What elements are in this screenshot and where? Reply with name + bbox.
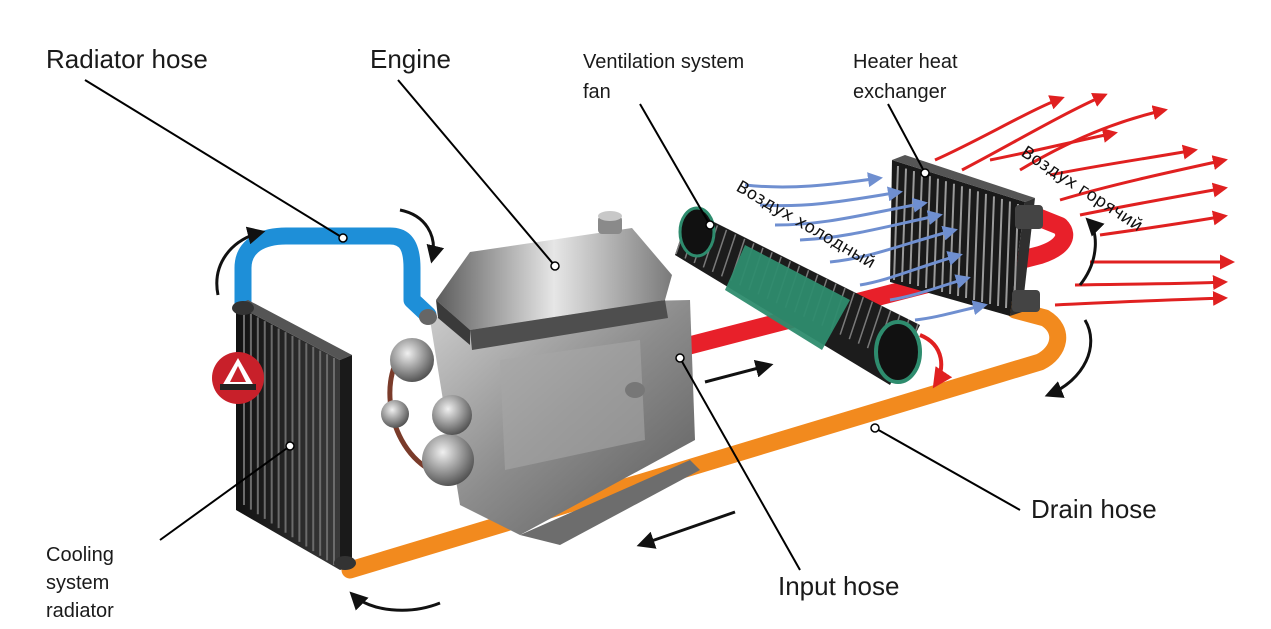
label-radiator-line2: system xyxy=(46,572,109,594)
cold-air-arrows xyxy=(744,172,988,322)
flow-arrows xyxy=(215,208,1105,612)
hot-air-arrow xyxy=(961,93,1108,172)
label-fan-line1: Ventilation system xyxy=(583,51,744,73)
heater-fin xyxy=(925,176,931,289)
heater-fin xyxy=(909,171,915,285)
ventilation-fan xyxy=(675,206,953,389)
drain-hose xyxy=(341,301,1067,579)
hot-air-arrow xyxy=(989,127,1118,162)
warning-triangle-logo-icon xyxy=(212,352,264,404)
hot-air-arrows xyxy=(934,93,1235,307)
flow-arrow-radiator-up xyxy=(215,226,266,296)
hot-air-arrow xyxy=(1074,275,1228,291)
radiator-hose xyxy=(234,227,437,324)
fan-stripe xyxy=(711,229,728,273)
cold-air-arrow xyxy=(859,251,963,287)
hot-air-arrow xyxy=(1019,105,1168,172)
flow-arrow-drain-left xyxy=(636,510,736,549)
label-input-hose: Input hose xyxy=(778,571,899,601)
flow-arrow-input xyxy=(704,359,774,384)
label-heater-line2: exchanger xyxy=(853,81,947,103)
hot-air-arrow xyxy=(934,95,1065,162)
flow-arrow-engine-down xyxy=(399,208,445,264)
hot-air-arrow xyxy=(1049,144,1198,177)
heater-fin xyxy=(1005,201,1011,309)
cold-air-arrow xyxy=(914,300,988,322)
label-radiator-hose: Radiator hose xyxy=(46,44,208,74)
label-heater-line1: Heater heat xyxy=(853,51,958,73)
hot-air-arrow xyxy=(1099,210,1228,237)
fan-stripe xyxy=(839,292,855,335)
fan-stripe xyxy=(866,305,883,349)
hot-air-arrow xyxy=(1054,290,1228,307)
flow-arrow-heater-up xyxy=(1078,217,1105,286)
flow-arrow-return xyxy=(349,591,441,612)
heater-fin xyxy=(981,193,987,303)
fan-stripe xyxy=(720,234,737,277)
engine-block xyxy=(381,211,700,545)
cold-air-arrow xyxy=(889,274,971,302)
heater-fin xyxy=(997,198,1003,307)
label-radiator-line3: radiator xyxy=(46,600,114,622)
cooling-radiator xyxy=(232,300,356,570)
fan-stripe xyxy=(848,296,864,340)
flow-arrow-drain-down xyxy=(1044,319,1093,398)
label-drain-hose: Drain hose xyxy=(1031,494,1157,524)
cold-air-arrow xyxy=(799,210,943,242)
label-engine: Engine xyxy=(370,44,451,74)
heater-fin xyxy=(893,165,899,281)
heater-fin xyxy=(989,196,995,305)
cold-air-arrow xyxy=(759,186,903,208)
hot-air-arrow xyxy=(1079,182,1228,217)
label-fan-line2: fan xyxy=(583,81,611,103)
fan-stripe xyxy=(857,301,874,344)
heater-fin xyxy=(901,168,907,283)
label-radiator-line1: Cooling xyxy=(46,544,114,566)
cold-air-arrow xyxy=(774,197,928,227)
heater-fin xyxy=(973,191,979,301)
cold-air-arrow xyxy=(744,172,883,189)
cold-air-arrow xyxy=(829,225,958,264)
hot-air-arrow xyxy=(1059,155,1228,202)
leader-lines xyxy=(84,79,1021,571)
